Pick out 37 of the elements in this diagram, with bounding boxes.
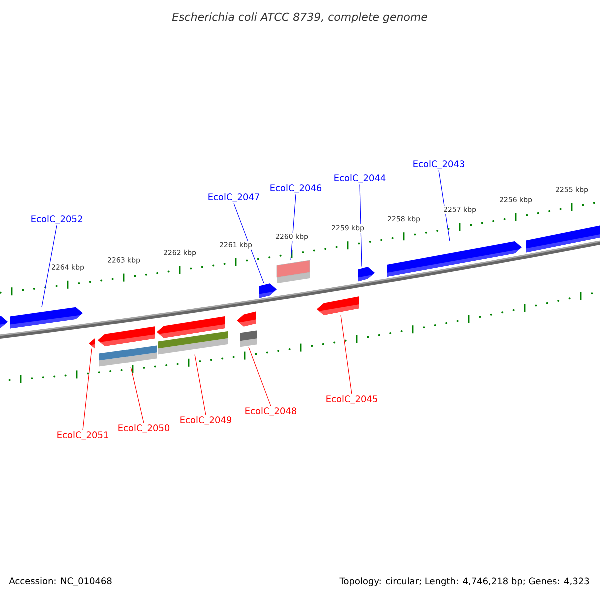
gene-feature [387,242,522,277]
gene-feature [98,326,155,346]
gene-label: EcolC_2049 [180,416,232,426]
gene-feature [237,312,256,327]
feature-band [99,346,157,367]
leader-line [42,225,58,308]
leader-line [438,170,450,242]
feature-band [158,332,228,355]
gene-label: EcolC_2048 [246,408,297,416]
gene-label: EcolC_2047 [208,194,260,202]
leader-line [248,347,272,407]
gene-label: EcolC_2050 [118,424,170,434]
gene-label: EcolC_2044 [334,174,386,184]
leader-line [82,348,92,431]
leader-line [234,203,264,284]
feature-band [240,330,257,348]
gene-feature [10,307,83,329]
gene-feature [0,316,8,330]
gene-feature [317,296,359,316]
leader-line [340,315,352,395]
footer-text: Accession: NC_010468 [9,578,112,586]
gene-label: EcolC_2046 [270,184,322,194]
gene-label: EcolC_2045 [326,396,378,404]
leader-line [360,184,362,268]
leader-line [194,354,206,416]
gene-label: EcolC_2043 [414,160,464,170]
gene-label: EcolC_2052 [32,216,82,224]
gene-label: EcolC_2051 [58,432,108,440]
leader-line [290,194,296,261]
title: Escherichia coli ATCC 8739, complete genome [172,12,428,24]
footer-text: Topology: circular; Length: 4,746,218 bp; Genes: 4,323 [340,578,590,586]
gene-feature [358,267,375,282]
gene-feature [259,284,277,298]
leader-line [130,366,144,424]
gene-feature [526,225,600,253]
gene-feature [89,338,95,349]
gene-block [276,260,310,284]
